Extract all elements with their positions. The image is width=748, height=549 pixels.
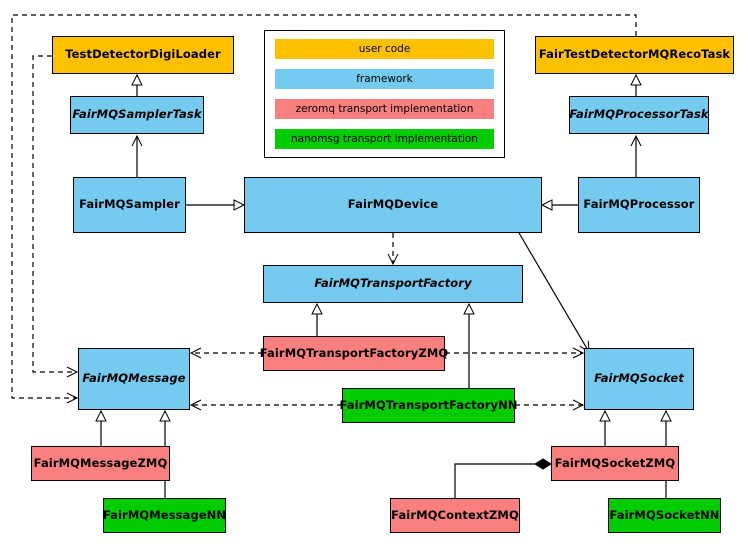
class-box-fairmqsamplertask[interactable]: FairMQSamplerTask xyxy=(70,96,204,134)
legend-item-nanomsg: nanomsg transport implementation xyxy=(275,129,494,149)
class-box-fairmqmessagenn[interactable]: FairMQMessageNN xyxy=(103,498,226,533)
legend-item-zeromq: zeromq transport implementation xyxy=(275,99,494,119)
class-box-fairmqtransportfactoryzmq[interactable]: FairMQTransportFactoryZMQ xyxy=(260,336,448,371)
class-box-fairmqtransportfactorynn[interactable]: FairMQTransportFactoryNN xyxy=(339,388,517,423)
class-box-fairmqprocessor[interactable]: FairMQProcessor xyxy=(578,177,700,233)
class-box-testdetectordigiloader[interactable]: TestDetectorDigiLoader xyxy=(52,36,234,74)
class-box-fairmqdevice[interactable]: FairMQDevice xyxy=(244,177,542,233)
class-box-fairmqsocketzmq[interactable]: FairMQSocketZMQ xyxy=(551,446,679,481)
class-box-fairmqmessage[interactable]: FairMQMessage xyxy=(78,348,190,410)
class-box-fairtestdetectormqrecotask[interactable]: FairTestDetectorMQRecoTask xyxy=(535,36,734,74)
legend-panel: user code framework zeromq transport imp… xyxy=(264,30,505,158)
class-box-fairmqcontextzmq[interactable]: FairMQContextZMQ xyxy=(390,498,520,533)
class-box-fairmqprocessortask[interactable]: FairMQProcessorTask xyxy=(569,96,709,134)
legend-item-framework: framework xyxy=(275,69,494,89)
class-box-fairmqtransportfactory[interactable]: FairMQTransportFactory xyxy=(263,265,523,303)
edge-contextzmq-socketzmq xyxy=(454,458,552,498)
class-box-fairmqsocketnn[interactable]: FairMQSocketNN xyxy=(608,498,721,533)
legend-item-user-code: user code xyxy=(275,39,494,59)
class-box-fairmqmessagezmq[interactable]: FairMQMessageZMQ xyxy=(31,446,170,481)
class-box-fairmqsampler[interactable]: FairMQSampler xyxy=(73,177,186,233)
class-box-fairmqsocket[interactable]: FairMQSocket xyxy=(584,348,694,410)
edge-device-socket xyxy=(518,232,590,353)
